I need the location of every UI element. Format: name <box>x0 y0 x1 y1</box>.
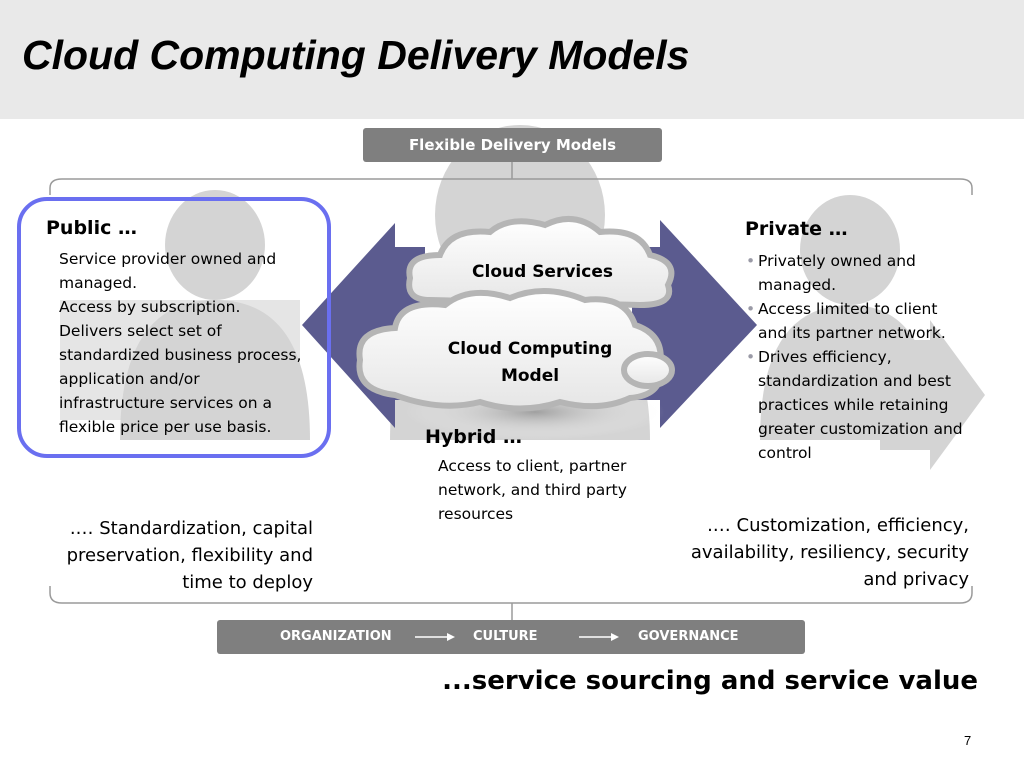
cloud-services-label: Cloud Services <box>472 262 613 282</box>
arrow-right-icon <box>579 633 619 641</box>
private-bullet: • Privately owned and managed. <box>746 249 963 297</box>
cloud-model-line: Cloud Computing <box>447 339 613 359</box>
culture-label: CULTURE <box>473 629 538 644</box>
public-line: flexible price per use basis. <box>59 418 272 436</box>
private-summary-line: and privacy <box>863 569 969 590</box>
public-line: application and/or <box>59 370 200 388</box>
slide-title: Cloud Computing Delivery Models <box>22 32 690 78</box>
private-summary: .… Customization, efficiency, availabili… <box>691 512 969 593</box>
bullet-icon: • <box>746 252 756 270</box>
private-summary-line: availability, resiliency, security <box>690 542 969 563</box>
slide-header <box>0 0 1024 119</box>
cloud-services-shape <box>406 215 675 309</box>
private-heading: Private … <box>745 218 848 240</box>
public-summary-line: preservation, flexibility and <box>66 545 313 566</box>
public-line: Service provider owned and <box>59 250 277 268</box>
cloud-model-shape <box>356 287 675 412</box>
public-line: Access by subscription. <box>59 298 241 316</box>
hybrid-description: Access to client, partner network, and t… <box>438 454 627 526</box>
bullet-icon: • <box>746 300 756 318</box>
public-line: standardized business process, <box>59 346 302 364</box>
tagline: ...service sourcing and service value <box>442 666 978 696</box>
public-line: Delivers select set of <box>59 322 222 340</box>
public-line: managed. <box>59 274 138 292</box>
bottom-bracket <box>49 586 973 604</box>
bullet-icon: • <box>746 348 756 366</box>
governance-label: GOVERNANCE <box>638 629 739 644</box>
hybrid-line: resources <box>438 505 514 523</box>
private-summary-line: .… Customization, efficiency, <box>707 515 969 536</box>
private-bullet: • Drives efficiency, standardization and… <box>746 345 963 465</box>
hybrid-heading: Hybrid … <box>425 426 522 448</box>
public-summary-line: time to deploy <box>182 572 313 593</box>
top-bracket <box>49 178 973 195</box>
public-summary-line: .… Standardization, capital <box>69 518 313 539</box>
cloud-computing-model-label: Cloud Computing Model <box>420 336 640 390</box>
public-heading: Public … <box>46 217 137 239</box>
private-bullet-list: • Privately owned and managed. • Access … <box>746 249 963 465</box>
public-description: Service provider owned and managed. Acce… <box>59 247 301 439</box>
flexible-delivery-models-label: Flexible Delivery Models <box>363 128 662 162</box>
hybrid-line: Access to client, partner <box>438 457 627 475</box>
organization-label: ORGANIZATION <box>280 629 392 644</box>
hybrid-line: network, and third party <box>438 481 627 499</box>
public-highlight-frame <box>17 197 331 458</box>
private-bullet: • Access limited to client and its partn… <box>746 297 963 345</box>
public-summary: .… Standardization, capital preservation… <box>67 515 313 596</box>
arrow-right-icon <box>415 633 455 641</box>
page-number: 7 <box>964 733 972 748</box>
cloud-model-line: Model <box>500 366 560 386</box>
org-culture-governance-bar: ORGANIZATION CULTURE GOVERNANCE <box>217 620 805 654</box>
public-line: infrastructure services on a <box>59 394 272 412</box>
